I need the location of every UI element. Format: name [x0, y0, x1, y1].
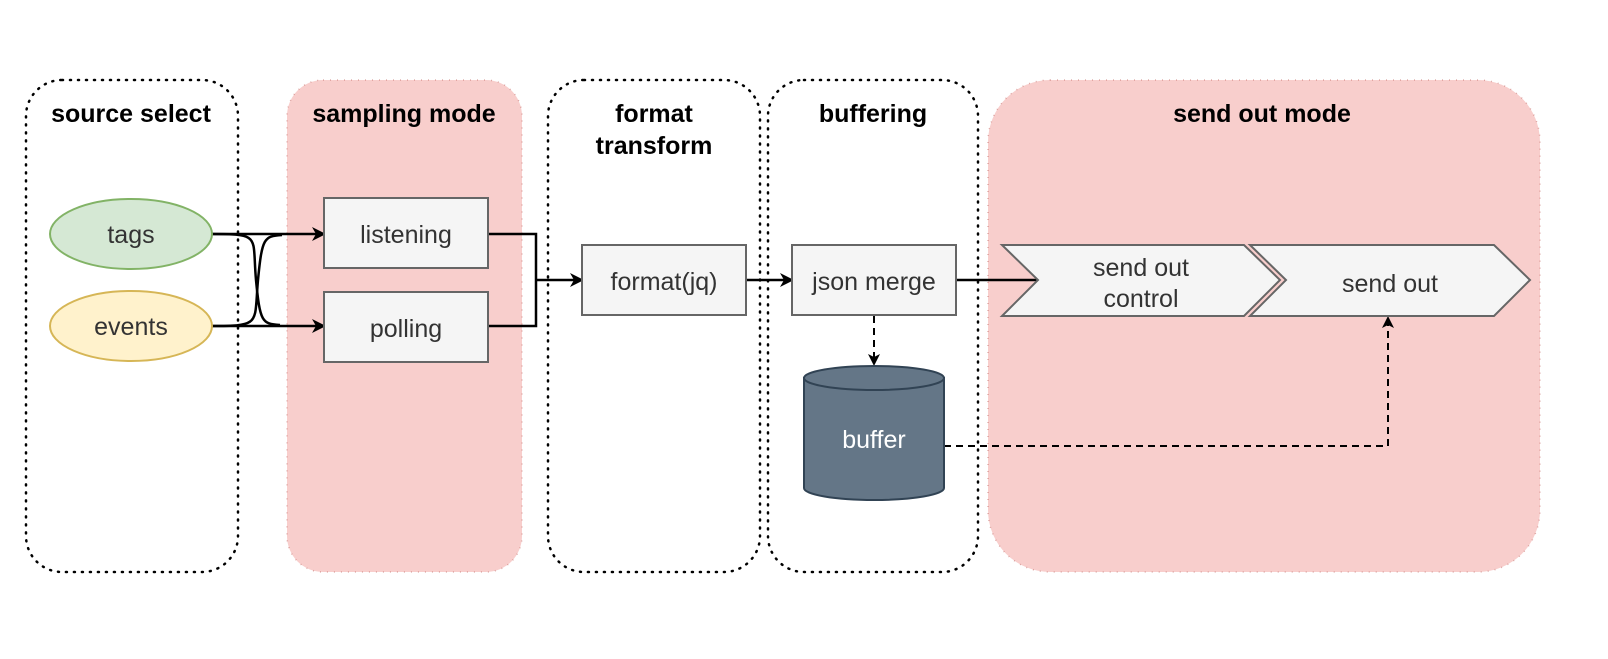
node-polling: polling: [323, 291, 489, 363]
dashed-connectors: [868, 316, 1394, 447]
node-buffer: buffer: [803, 365, 945, 501]
node-send-out-control: send out control: [999, 244, 1282, 317]
edge-tags-polling: [211, 232, 281, 327]
connectors: [211, 227, 1050, 333]
lane-title-send-out-mode: send out mode: [1173, 100, 1351, 128]
edge-events-listening: [211, 233, 283, 328]
lane-title-format-transform-line1: format: [615, 100, 693, 128]
node-send-out: send out: [1247, 244, 1532, 317]
node-send-out-control-label-line1: send out: [1093, 254, 1189, 282]
node-json-merge-label: json merge: [811, 268, 936, 296]
node-send-out-label: send out: [1342, 270, 1438, 298]
node-format: format(jq): [581, 244, 747, 316]
lane-format-transform: format transform: [546, 78, 762, 574]
node-listening-label: listening: [360, 221, 452, 249]
node-send-out-control-label-line2: control: [1103, 285, 1178, 313]
node-tags-label: tags: [107, 221, 154, 249]
lane-title-format-transform-line2: transform: [596, 132, 713, 160]
node-buffer-label: buffer: [842, 426, 905, 454]
lane-title-buffering: buffering: [819, 100, 927, 128]
lane-title-source-select: source select: [51, 100, 211, 128]
lane-title-sampling-mode: sampling mode: [312, 100, 495, 128]
node-format-label: format(jq): [611, 268, 718, 296]
node-listening: listening: [323, 197, 489, 269]
node-json-merge: json merge: [791, 244, 957, 316]
node-tags: tags: [49, 198, 213, 270]
node-polling-label: polling: [370, 315, 442, 343]
edge-listening-merge: [488, 232, 538, 280]
lane-send-out-mode: send out mode: [987, 79, 1541, 573]
edge-buffer-send-out: [944, 316, 1394, 447]
edge-polling-merge: [488, 280, 538, 328]
lane-source-select: source select: [24, 78, 240, 574]
node-events: events: [49, 290, 213, 362]
lane-buffering: buffering: [766, 78, 980, 574]
node-events-label: events: [94, 313, 168, 341]
